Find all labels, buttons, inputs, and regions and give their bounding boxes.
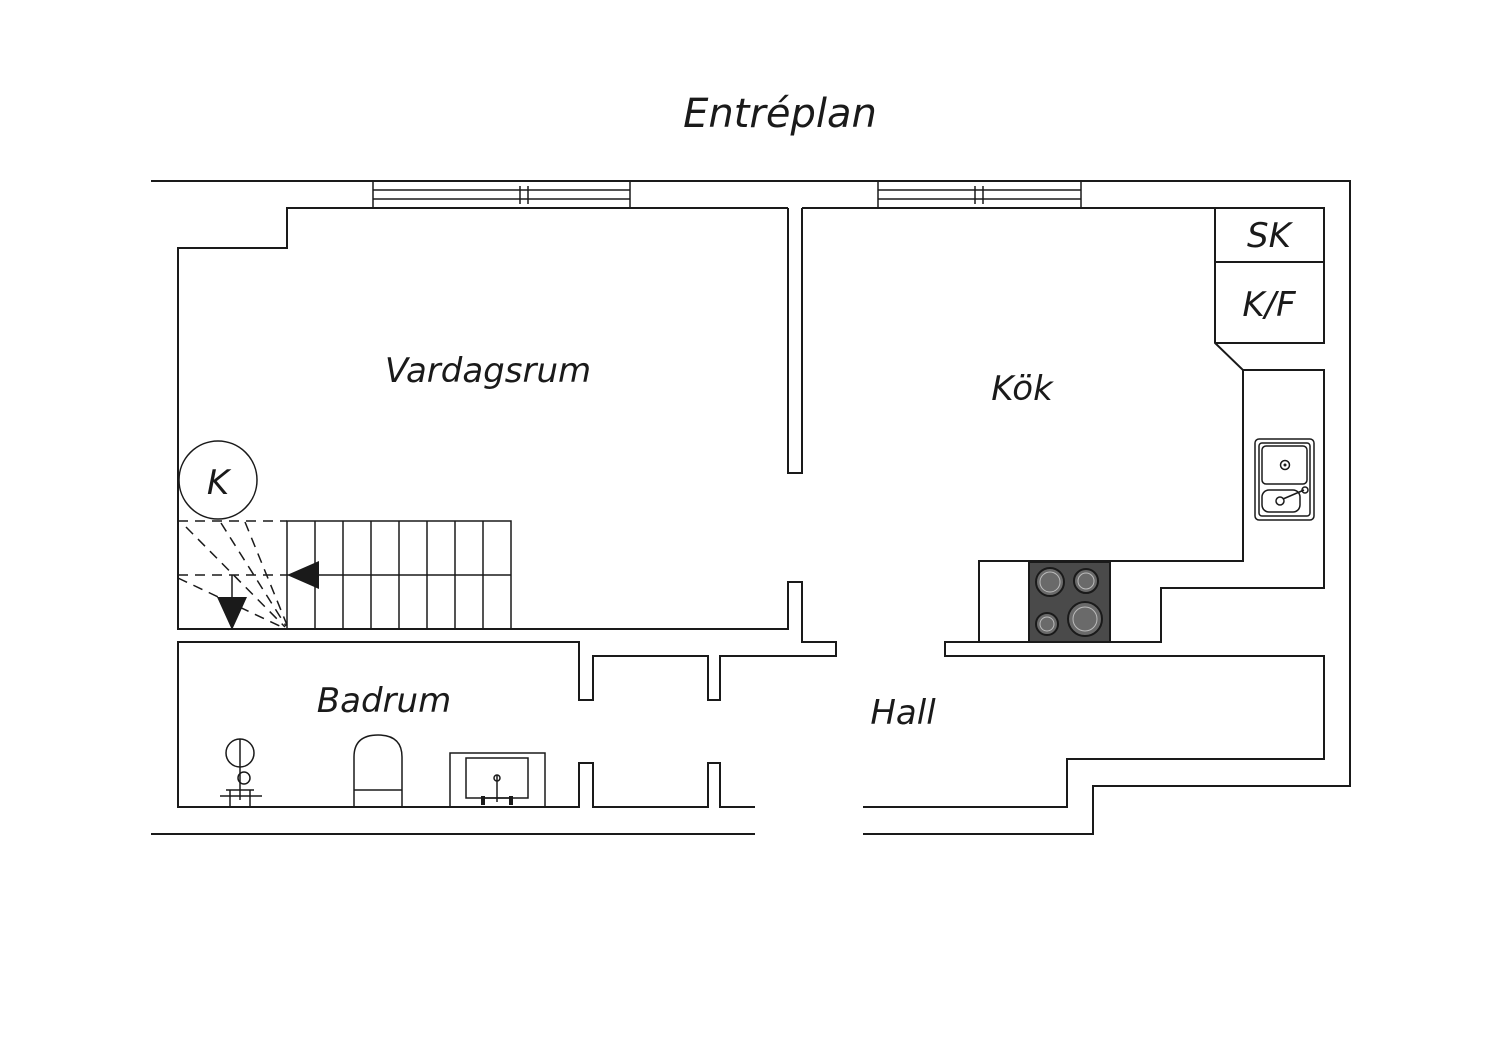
sink-icon bbox=[1254, 438, 1315, 521]
window-icon bbox=[877, 180, 1082, 209]
closet-block: SK K/F bbox=[1215, 207, 1325, 344]
kok-wall bbox=[802, 207, 1325, 808]
room-label-badrum: Badrum bbox=[317, 681, 451, 721]
kf-label: K/F bbox=[1242, 285, 1296, 325]
room-label-hall: Hall bbox=[870, 693, 936, 733]
staircase bbox=[177, 520, 512, 630]
partition-wall bbox=[787, 208, 803, 474]
stove-icon bbox=[1028, 561, 1111, 643]
k-circle: K bbox=[178, 440, 258, 520]
toilet-icon bbox=[353, 734, 403, 807]
kitchen-counter-wall bbox=[979, 369, 1325, 643]
outer-wall bbox=[151, 180, 1351, 835]
vardagsrum-wall bbox=[177, 207, 837, 808]
room-label-kok: Kök bbox=[991, 369, 1054, 409]
window-icon bbox=[372, 180, 631, 209]
stairs-arrow-left-icon bbox=[287, 561, 319, 589]
washbasin-icon bbox=[449, 752, 546, 808]
room-label-vardagsrum: Vardagsrum bbox=[385, 351, 591, 391]
stairs-arrow-down-icon bbox=[217, 597, 247, 630]
plan-title: Entréplan bbox=[683, 91, 877, 137]
shower-icon bbox=[220, 738, 262, 807]
k-label: K bbox=[207, 463, 232, 503]
sk-label: SK bbox=[1247, 216, 1294, 256]
